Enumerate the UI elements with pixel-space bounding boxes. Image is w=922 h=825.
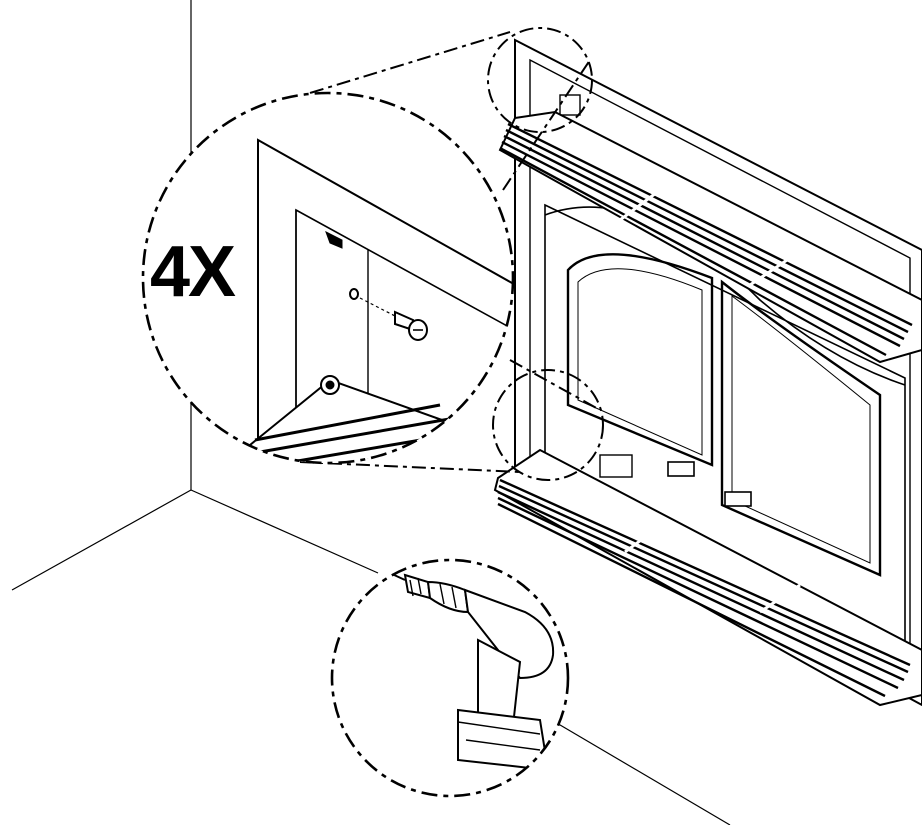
quantity-label: 4X <box>150 232 236 312</box>
screw-icon <box>349 288 428 341</box>
callout-leader-lines <box>299 31 601 473</box>
door-handle <box>667 461 695 477</box>
left-glass-door <box>566 253 714 467</box>
right-glass-door <box>720 279 882 577</box>
lower-louvre-rack <box>493 448 922 707</box>
cordless-drill-icon <box>330 558 570 798</box>
source-detail-circle-top <box>487 27 593 133</box>
source-detail-circle-bottom <box>492 369 604 481</box>
door-handle <box>724 491 752 507</box>
